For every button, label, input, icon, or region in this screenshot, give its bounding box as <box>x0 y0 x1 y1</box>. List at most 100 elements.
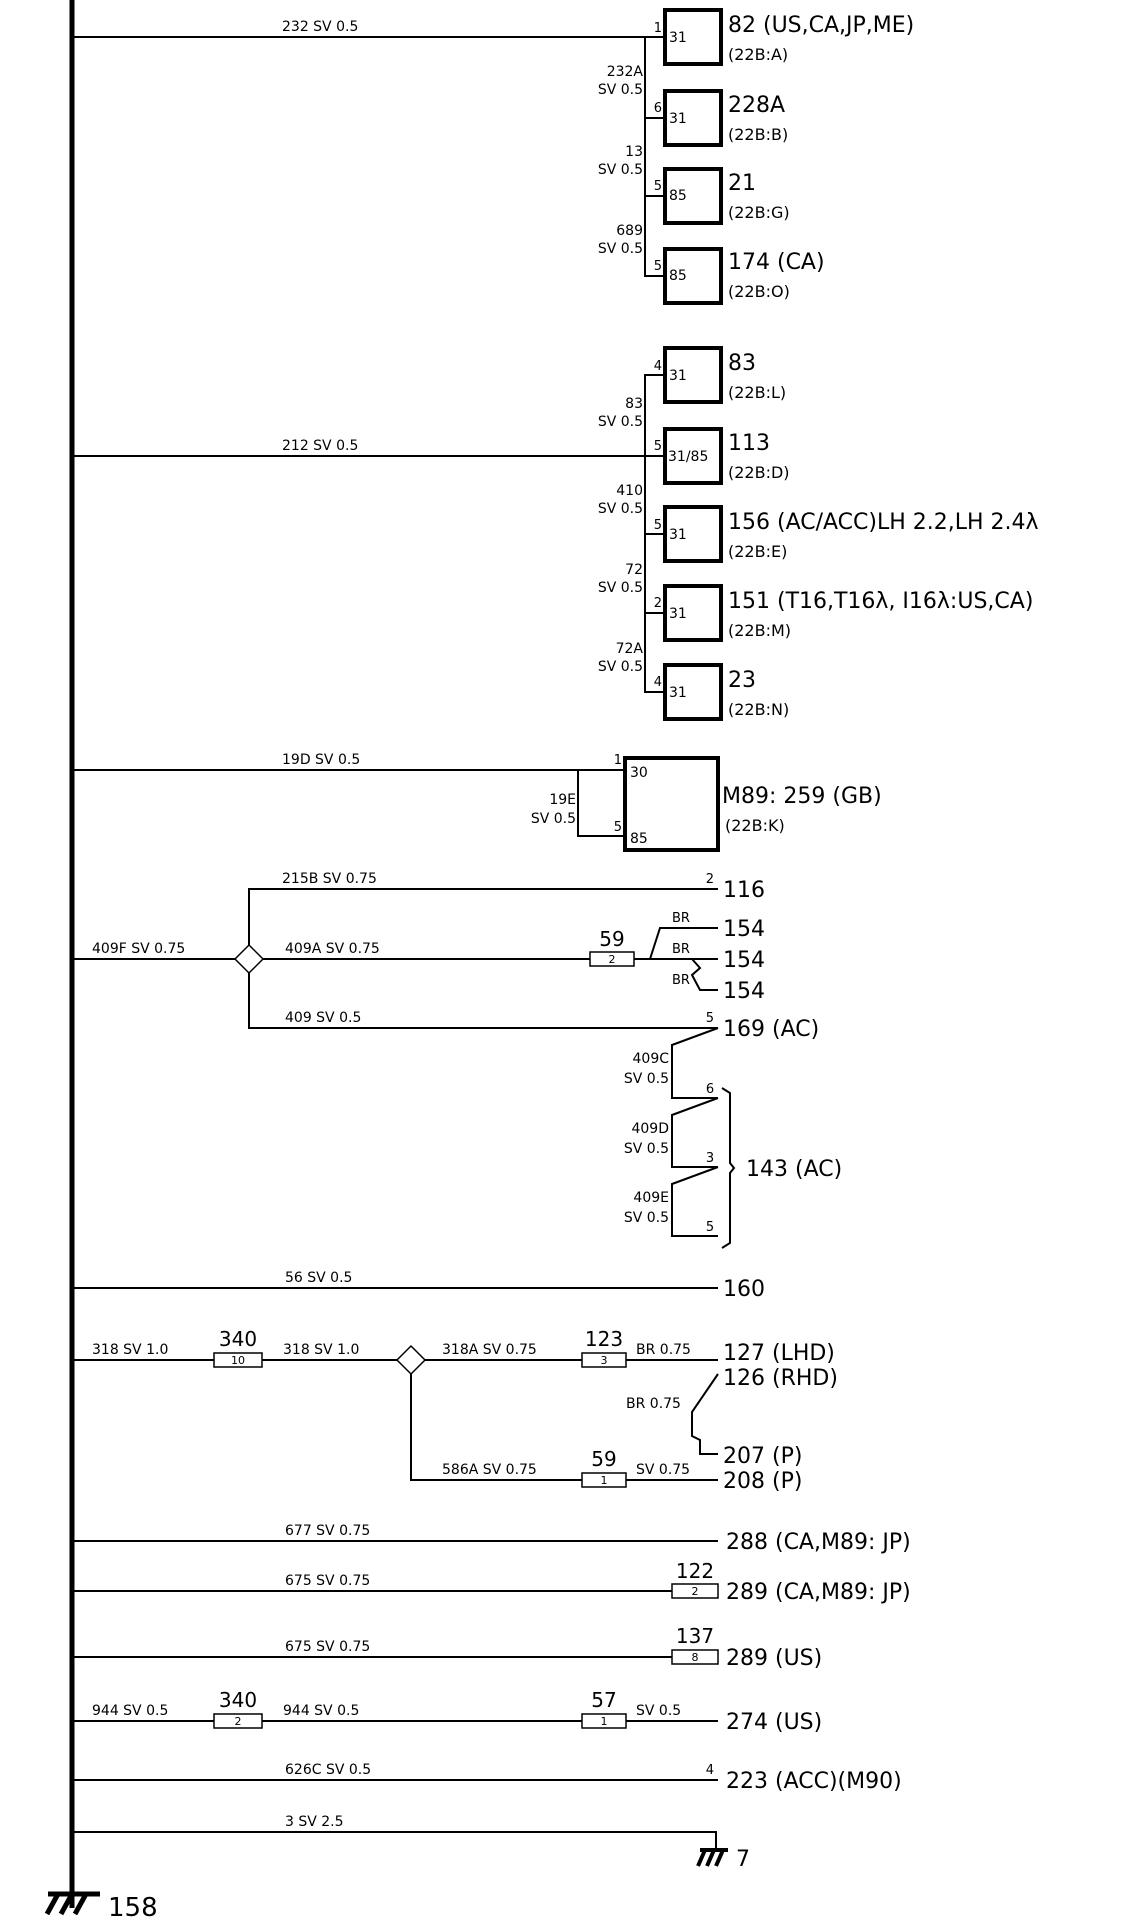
relay-box <box>663 346 723 404</box>
terminal-number: 85 <box>669 188 687 204</box>
pin-number: 6 <box>706 1082 714 1097</box>
ground-7-icon <box>696 1848 728 1867</box>
component-sub: (22B:E) <box>728 542 787 561</box>
component-label: 126 (RHD) <box>723 1366 838 1391</box>
component-label: 289 (CA,M89: JP) <box>726 1580 911 1605</box>
ground-158-label: 158 <box>108 1893 158 1920</box>
component-label: 228A <box>728 93 785 118</box>
relay-box <box>663 89 723 147</box>
jumper-label: SV 0.5 <box>624 1141 669 1157</box>
component-sub: (22B:K) <box>725 816 785 835</box>
jumper-label: 689 <box>616 223 643 239</box>
splice-group-409: 409F SV 0.75 215B SV 0.75 2 116 409A SV … <box>72 871 842 1249</box>
component-label: 113 <box>728 431 770 456</box>
relay-box-259 <box>623 756 720 852</box>
wire-label-675b: 675 SV 0.75 <box>285 1639 370 1655</box>
jumper-label: SV 0.5 <box>598 162 643 178</box>
jumper-label: 410 <box>616 483 643 499</box>
component-label: 274 (US) <box>726 1710 822 1735</box>
pin-number: 4 <box>654 675 662 690</box>
component-label: 288 (CA,M89: JP) <box>726 1530 911 1555</box>
relay-group-2: 212 SV 0.5 83 SV 0.5 410 SV 0.5 72 SV 0.… <box>72 346 1039 721</box>
terminal-number: 85 <box>630 831 648 847</box>
pin-number: 2 <box>654 596 662 611</box>
relay-box <box>663 427 723 485</box>
pin-number: 3 <box>706 1151 714 1166</box>
relay-box <box>663 584 723 642</box>
pin-number: 5 <box>654 518 662 533</box>
relay-box <box>663 505 723 563</box>
wire-label-318: 318 SV 1.0 <box>283 1342 359 1358</box>
component-sub: (22B:A) <box>728 45 788 64</box>
component-label: 82 (US,CA,JP,ME) <box>728 13 914 38</box>
wire-label-sv: SV 0.75 <box>636 1462 690 1478</box>
component-label: 154 <box>723 979 765 1004</box>
terminal-number: 30 <box>630 765 648 781</box>
component-label: M89: 259 (GB) <box>722 784 882 809</box>
jumper-label: SV 0.5 <box>598 414 643 430</box>
component-label: 154 <box>723 948 765 973</box>
component-label: 21 <box>728 171 756 196</box>
fuse-number: 340 <box>219 1327 257 1351</box>
pin-number: 5 <box>654 439 662 454</box>
jumper-label: 409E <box>633 1190 669 1206</box>
wire-label-626c: 626C SV 0.5 <box>285 1762 371 1778</box>
jumper-label: 232A <box>607 64 644 80</box>
pin-number: 5 <box>654 259 662 274</box>
pin-number: 5 <box>706 1011 714 1026</box>
pin-number: 1 <box>614 753 622 768</box>
jumper-label: SV 0.5 <box>598 241 643 257</box>
component-label: 174 (CA) <box>728 250 825 275</box>
component-label: 289 (US) <box>726 1646 822 1671</box>
pin-number: 2 <box>706 872 714 887</box>
splice-diamond <box>395 1344 427 1376</box>
wire-label-19d: 19D SV 0.5 <box>282 752 360 768</box>
pin-number: 4 <box>654 359 662 374</box>
jumper-label: 72 <box>625 562 643 578</box>
wire-label-944a: 944 SV 0.5 <box>92 1703 168 1719</box>
component-sub: (22B:D) <box>728 463 790 482</box>
relay-box <box>663 247 723 305</box>
fuse-137 <box>671 1649 719 1665</box>
pin-number: 5 <box>654 179 662 194</box>
wire-label-sv: SV 0.5 <box>636 1703 681 1719</box>
fuse-number: 57 <box>591 1688 616 1712</box>
component-sub: (22B:G) <box>728 203 790 222</box>
wire-label-318a: 318A SV 0.75 <box>442 1342 537 1358</box>
ground-158-icon <box>44 1891 100 1916</box>
br-label: BR 0.75 <box>636 1342 691 1358</box>
component-label: 208 (P) <box>723 1469 802 1494</box>
pin-number: 6 <box>654 101 662 116</box>
wire-label-56: 56 SV 0.5 <box>285 1270 352 1286</box>
jumper-label: SV 0.5 <box>598 501 643 517</box>
fuse-pin: 2 <box>692 1585 699 1598</box>
jumper-label: 72A <box>616 641 644 657</box>
relay-box <box>663 167 723 225</box>
wire-160: 56 SV 0.5 160 <box>72 1270 765 1302</box>
jumper-label: 409D <box>631 1121 669 1137</box>
fuse-number: 59 <box>591 1447 616 1471</box>
fuse-pin: 1 <box>601 1715 608 1728</box>
component-label: 127 (LHD) <box>723 1341 835 1366</box>
jumper-label: SV 0.5 <box>624 1210 669 1226</box>
br-label: BR <box>672 911 690 926</box>
wire-label-215b: 215B SV 0.75 <box>282 871 377 887</box>
pin-number: 5 <box>706 1220 714 1235</box>
component-label: 207 (P) <box>723 1444 802 1469</box>
component-label: 143 (AC) <box>746 1157 842 1182</box>
pin-number: 1 <box>654 21 662 36</box>
fuse-pin: 3 <box>601 1354 608 1367</box>
fuse-number: 59 <box>599 927 624 951</box>
component-sub: (22B:L) <box>728 383 786 402</box>
component-label: 160 <box>723 1277 765 1302</box>
br-label: BR <box>672 973 690 988</box>
terminal-number: 31 <box>669 30 687 46</box>
terminal-number: 31 <box>669 111 687 127</box>
pin-number: 5 <box>614 820 622 835</box>
component-label: 156 (AC/ACC)LH 2.2,LH 2.4λ <box>728 510 1039 535</box>
jumper-label: 83 <box>625 396 643 412</box>
wire-label-409f: 409F SV 0.75 <box>92 941 185 957</box>
jumper-label: SV 0.5 <box>598 580 643 596</box>
splice-diamond <box>233 943 265 975</box>
wire-label-318b: 318 SV 1.0 <box>92 1342 168 1358</box>
